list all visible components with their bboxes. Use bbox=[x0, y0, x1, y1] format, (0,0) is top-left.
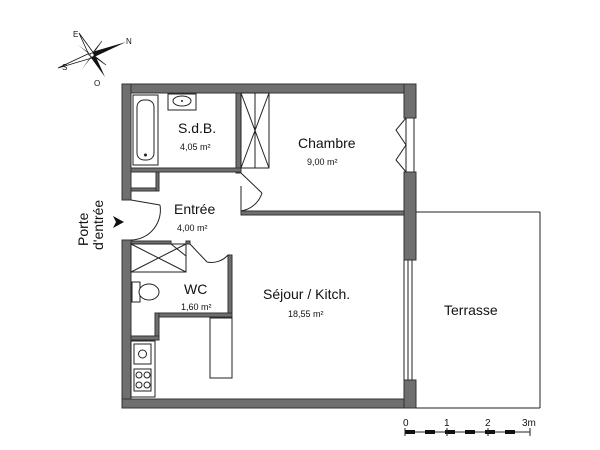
scale-tick-2: 2 bbox=[485, 418, 491, 429]
room-area-entree: 4,00 m² bbox=[177, 223, 208, 233]
compass-south-label: S bbox=[62, 63, 67, 72]
scale-tick-3: 3m bbox=[522, 418, 536, 429]
bathroom-door bbox=[240, 172, 263, 212]
compass-west-label: O bbox=[94, 79, 100, 88]
room-name-chambre: Chambre bbox=[298, 135, 356, 151]
room-name-terrasse: Terrasse bbox=[444, 302, 498, 318]
room-name-sdb: S.d.B. bbox=[178, 120, 216, 136]
room-area-sejour: 18,55 m² bbox=[288, 309, 324, 319]
window-chambre bbox=[395, 117, 415, 173]
bathtub bbox=[132, 94, 159, 166]
room-area-sdb: 4,05 m² bbox=[180, 142, 211, 152]
compass-rose-icon bbox=[57, 32, 126, 77]
washbasin bbox=[167, 93, 197, 111]
kitchen-island bbox=[209, 317, 233, 379]
room-name-sejour: Séjour / Kitch. bbox=[263, 286, 350, 302]
wc-door bbox=[189, 243, 229, 263]
terrasse-area bbox=[416, 211, 541, 409]
compass-north-label: N bbox=[126, 37, 132, 46]
bay-window bbox=[403, 260, 413, 380]
room-name-wc: WC bbox=[184, 281, 207, 297]
compass-east-label: E bbox=[73, 30, 78, 39]
room-name-entree: Entrée bbox=[174, 201, 215, 217]
entry-arrow-icon bbox=[113, 216, 124, 228]
entrance-label-line1: Porte bbox=[75, 212, 91, 246]
entry-closet bbox=[130, 243, 187, 273]
wardrobe-chambre bbox=[240, 92, 270, 169]
entrance-label-line2: d'entrée bbox=[90, 200, 106, 250]
toilet bbox=[131, 281, 160, 303]
entry-door bbox=[130, 199, 161, 241]
kitchen-counter bbox=[130, 340, 156, 398]
entrance-label: Porte d'entrée bbox=[75, 200, 106, 250]
closet-door bbox=[170, 243, 187, 257]
scale-tick-0: 0 bbox=[403, 418, 409, 429]
room-area-chambre: 9,00 m² bbox=[307, 157, 338, 167]
scale-tick-1: 1 bbox=[444, 418, 450, 429]
room-area-wc: 1,60 m² bbox=[181, 302, 212, 312]
interior-walls bbox=[130, 92, 405, 341]
scale-bar bbox=[404, 428, 531, 436]
